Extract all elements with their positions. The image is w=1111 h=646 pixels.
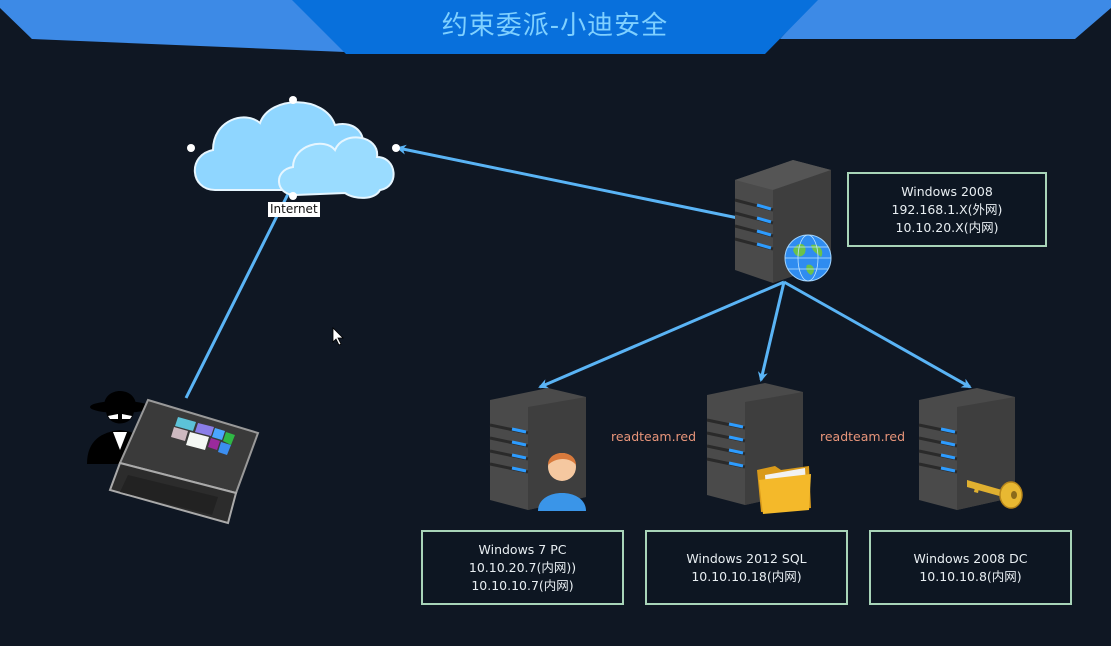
dc-info-box: Windows 2008 DC 10.10.10.8(内网) <box>869 530 1072 605</box>
domain-label-2: readteam.red <box>820 429 906 444</box>
server-folder-icon <box>706 383 811 514</box>
link-gateway-win7 <box>538 280 785 389</box>
header-banner <box>0 0 1111 54</box>
win7-ip-1: 10.10.20.7(内网)) <box>468 559 577 575</box>
laptop-icon <box>108 398 260 525</box>
link-gateway-sql <box>757 281 786 382</box>
gateway-os: Windows 2008 <box>901 183 993 199</box>
sql-info-box: Windows 2012 SQL 10.10.10.18(内网) <box>645 530 848 605</box>
mouse-pointer-icon <box>332 327 344 346</box>
link-gateway-internet <box>396 144 739 220</box>
server-globe-icon <box>734 160 832 283</box>
gateway-external-ip: 192.168.1.X(外网) <box>891 201 1003 217</box>
sql-os: Windows 2012 SQL <box>686 550 807 566</box>
banner-right-band <box>780 0 1111 39</box>
dc-os: Windows 2008 DC <box>913 550 1028 566</box>
banner-center <box>292 0 818 54</box>
cloud-handle-top <box>289 96 297 104</box>
dc-ip: 10.10.10.8(内网) <box>919 568 1022 584</box>
server-user-icon <box>489 388 586 511</box>
domain-label-1: readteam.red <box>611 429 697 444</box>
page-title: 约束委派-小迪安全 <box>441 11 669 41</box>
link-laptop-internet <box>184 189 292 399</box>
win7-ip-2: 10.10.10.7(内网) <box>471 577 574 593</box>
cloud-handle-bottom <box>289 192 297 200</box>
cloud-handle-left <box>187 144 195 152</box>
win7-info-box: Windows 7 PC 10.10.20.7(内网)) 10.10.10.7(… <box>421 530 624 605</box>
internet-label: Internet <box>268 202 320 217</box>
win7-os: Windows 7 PC <box>478 541 567 557</box>
banner-left-band-main <box>0 0 330 39</box>
gateway-internal-ip: 10.10.20.X(内网) <box>895 219 999 235</box>
sql-ip: 10.10.10.18(内网) <box>691 568 802 584</box>
cloud-handle-right <box>392 144 400 152</box>
gateway-info-box: Windows 2008 192.168.1.X(外网) 10.10.20.X(… <box>847 172 1047 247</box>
server-key-icon <box>918 388 1023 510</box>
cloud-icon <box>187 96 400 200</box>
link-gateway-dc <box>783 280 972 389</box>
